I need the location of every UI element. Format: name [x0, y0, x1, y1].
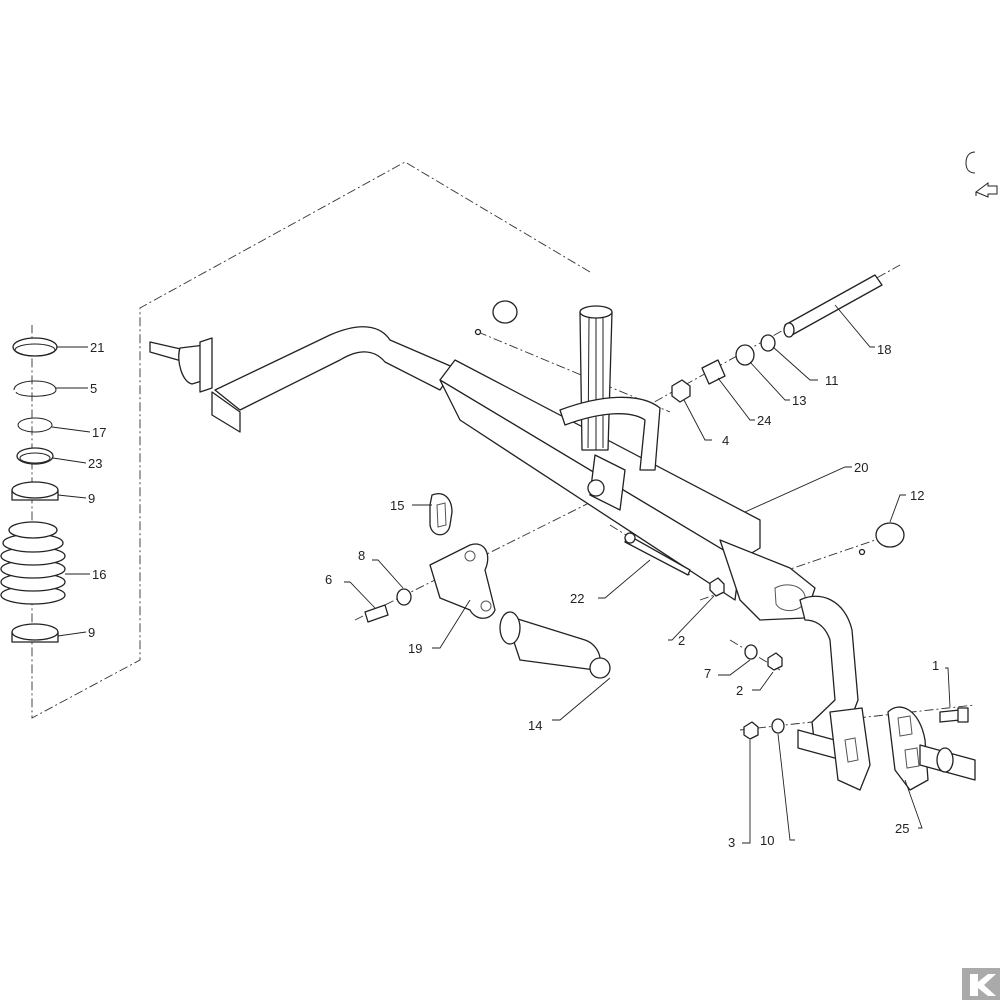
- callout-labels: 21 5 17 23 9 16 9 18 11 13 24 4 20 12 15…: [88, 340, 939, 850]
- callout-2b: 2: [736, 683, 743, 698]
- callout-13: 13: [792, 393, 806, 408]
- main-frame-tube: [211, 326, 859, 761]
- callout-23: 23: [88, 456, 102, 471]
- callout-7: 7: [704, 666, 711, 681]
- callout-4: 4: [722, 433, 729, 448]
- callout-3: 3: [728, 835, 735, 850]
- left-spindle: [149, 337, 213, 393]
- callout-20: 20: [854, 460, 868, 475]
- mounting-plates: [829, 706, 976, 791]
- callout-8: 8: [358, 548, 365, 563]
- callout-11: 11: [825, 373, 839, 388]
- assembly-boundary-line: [31, 161, 591, 719]
- callout-18: 18: [877, 342, 891, 357]
- callout-17: 17: [92, 425, 106, 440]
- callout-14: 14: [528, 718, 542, 733]
- callout-15: 15: [390, 498, 404, 513]
- brand-logo-icon: [962, 968, 1000, 1000]
- callout-5: 5: [90, 381, 97, 396]
- splined-shaft: [559, 305, 661, 511]
- callout-1: 1: [932, 658, 939, 673]
- callout-6: 6: [325, 572, 332, 587]
- callout-21: 21: [90, 340, 104, 355]
- page-arrow-icon: [965, 151, 998, 198]
- left-parts-stack: [0, 337, 66, 643]
- callout-24: 24: [757, 413, 771, 428]
- callout-22: 22: [570, 591, 584, 606]
- bellows: [0, 521, 66, 605]
- leader-lines: [51, 304, 951, 844]
- callout-19: 19: [408, 641, 422, 656]
- callout-9a: 9: [88, 491, 95, 506]
- callout-25: 25: [895, 821, 909, 836]
- callout-10: 10: [760, 833, 774, 848]
- hardware-parts: [474, 274, 969, 740]
- bracket-assembly: [364, 493, 611, 679]
- callout-2a: 2: [678, 633, 685, 648]
- callout-12: 12: [910, 488, 924, 503]
- callout-9b: 9: [88, 625, 95, 640]
- callout-16: 16: [92, 567, 106, 582]
